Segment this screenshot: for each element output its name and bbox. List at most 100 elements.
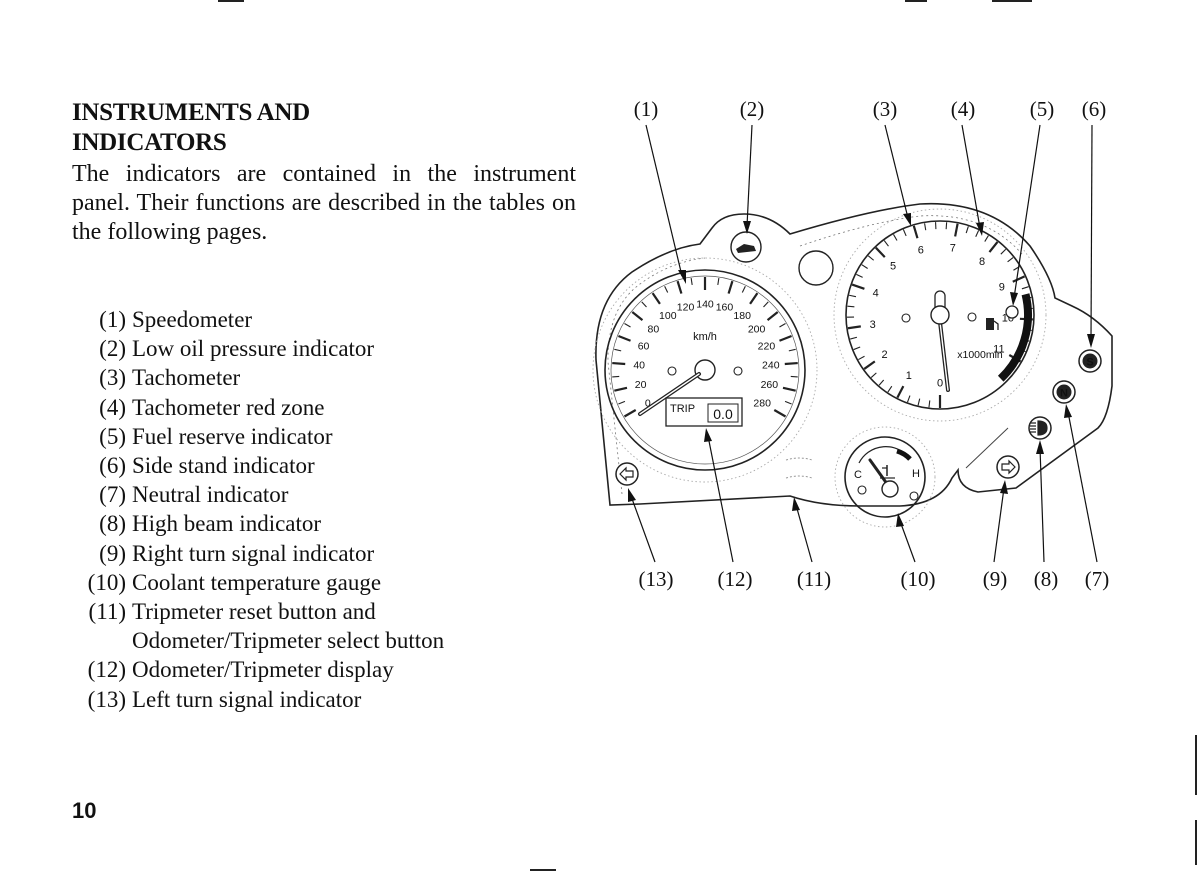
minor-tick — [690, 277, 693, 286]
leader-arrowhead — [743, 221, 751, 234]
major-tick — [784, 361, 798, 366]
major-tick — [618, 334, 631, 342]
crop-mark — [530, 869, 556, 871]
high-beam-icon — [1030, 420, 1048, 436]
callout-leader-lines — [628, 124, 1098, 563]
callout-label: (12) — [718, 567, 753, 591]
major-tick — [896, 385, 905, 399]
legend-text: High beam indicator — [132, 511, 322, 537]
callout-label: (1) — [634, 97, 659, 121]
major-tick — [773, 409, 787, 418]
tachometer-unit: x1000min — [957, 349, 1003, 361]
intro-paragraph: The indicators are contained in the inst… — [72, 161, 576, 245]
leader-arrowhead — [1000, 480, 1008, 494]
leader-arrowhead — [1087, 334, 1095, 348]
leader-line — [707, 435, 734, 563]
callout-label: (7) — [1085, 567, 1110, 591]
legend-item: (10)Coolant temperature gauge — [72, 568, 444, 597]
legend-num: (6) — [99, 453, 126, 479]
major-tick — [749, 292, 759, 305]
major-tick — [988, 241, 999, 253]
minor-tick — [779, 323, 786, 328]
minor-tick — [788, 348, 796, 352]
legend-item: (9)Right turn signal indicator — [72, 539, 444, 568]
leader-line — [746, 124, 753, 227]
leader-line — [993, 487, 1005, 563]
minor-tick — [1000, 248, 1007, 255]
legend-text: Low oil pressure indicator — [132, 336, 375, 362]
minor-tick — [861, 264, 868, 269]
leader-arrowhead — [1036, 440, 1044, 454]
speedometer-tick-marks — [612, 277, 798, 418]
speedometer-tick-label: 60 — [638, 340, 650, 352]
odometer-tripmeter-display — [665, 397, 743, 427]
legend-num: (12) — [87, 657, 126, 683]
right-arrow-icon — [1001, 459, 1016, 475]
legend-text: Right turn signal indicator — [132, 540, 375, 566]
minor-tick — [902, 229, 907, 237]
tachometer-red-zone — [997, 293, 1032, 382]
crop-mark — [218, 0, 244, 2]
speedometer-tick-label: 260 — [761, 379, 779, 391]
callout-label: (8) — [1034, 567, 1059, 591]
callout-label: (5) — [1030, 97, 1055, 121]
leader-line — [1067, 411, 1098, 563]
minor-tick — [856, 273, 863, 278]
major-tick — [912, 225, 919, 239]
major-tick — [631, 311, 644, 321]
parts-legend: (1)Speedometer (2)Low oil pressure indic… — [72, 305, 444, 714]
tachometer-tick-label: 5 — [890, 260, 896, 272]
speedometer-tick-label: 140 — [696, 299, 714, 311]
minor-tick — [612, 375, 620, 378]
leader-arrowhead — [896, 513, 904, 527]
leader-arrowhead — [678, 270, 686, 284]
tachometer-tick-label: 4 — [873, 287, 879, 299]
trip-value: 0.0 — [713, 406, 733, 422]
legend-num: (5) — [99, 423, 126, 449]
speedometer-screw — [733, 366, 743, 376]
legend-num: (4) — [99, 394, 126, 420]
minor-tick — [928, 400, 931, 408]
legend-item: (8)High beam indicator — [72, 509, 444, 538]
minor-tick — [870, 372, 877, 378]
legend-item: (7)Neutral indicator — [72, 480, 444, 509]
major-tick — [1012, 275, 1026, 283]
minor-tick — [878, 379, 885, 386]
temp-hub — [881, 480, 899, 498]
minor-tick — [850, 336, 858, 340]
legend-text: Tripmeter reset button and — [132, 599, 376, 625]
legend-text: Odometer/Tripmeter select button — [132, 628, 445, 654]
panel-inner-edge — [607, 215, 1023, 495]
section-heading-line1: INSTRUMENTS AND — [72, 99, 310, 126]
minor-tick — [849, 294, 857, 298]
speedometer-unit: km/h — [693, 331, 717, 343]
major-tick — [614, 386, 628, 392]
legend-item: (4)Tachometer red zone — [72, 393, 444, 422]
page-number: 10 — [72, 798, 97, 823]
neutral-indicator: N — [1052, 380, 1076, 404]
speedometer-tick-label: 40 — [633, 360, 645, 372]
minor-tick — [741, 285, 746, 293]
legend-text: Tachometer — [132, 365, 241, 391]
minor-tick — [853, 346, 861, 351]
crop-mark — [1195, 820, 1197, 865]
coolant-temperature-gauge: C H — [834, 426, 936, 528]
speedometer-tick-label: 220 — [758, 340, 776, 352]
major-tick — [612, 361, 626, 366]
legend-num: (3) — [99, 365, 126, 391]
minor-tick — [906, 395, 911, 403]
speedometer-tick-label: 180 — [733, 310, 751, 322]
major-tick — [651, 292, 661, 305]
speedometer-tick-label: 240 — [762, 360, 780, 372]
minor-tick — [975, 230, 980, 238]
major-tick — [782, 386, 796, 392]
legend-text: Odometer/Tripmeter display — [132, 657, 394, 683]
leader-line — [1013, 124, 1041, 299]
legend-text: Tachometer red zone — [132, 394, 325, 420]
callout-label: (2) — [740, 97, 765, 121]
legend-num: (8) — [99, 511, 126, 537]
callout-label: (13) — [639, 567, 674, 591]
tachometer-hub — [930, 305, 950, 325]
